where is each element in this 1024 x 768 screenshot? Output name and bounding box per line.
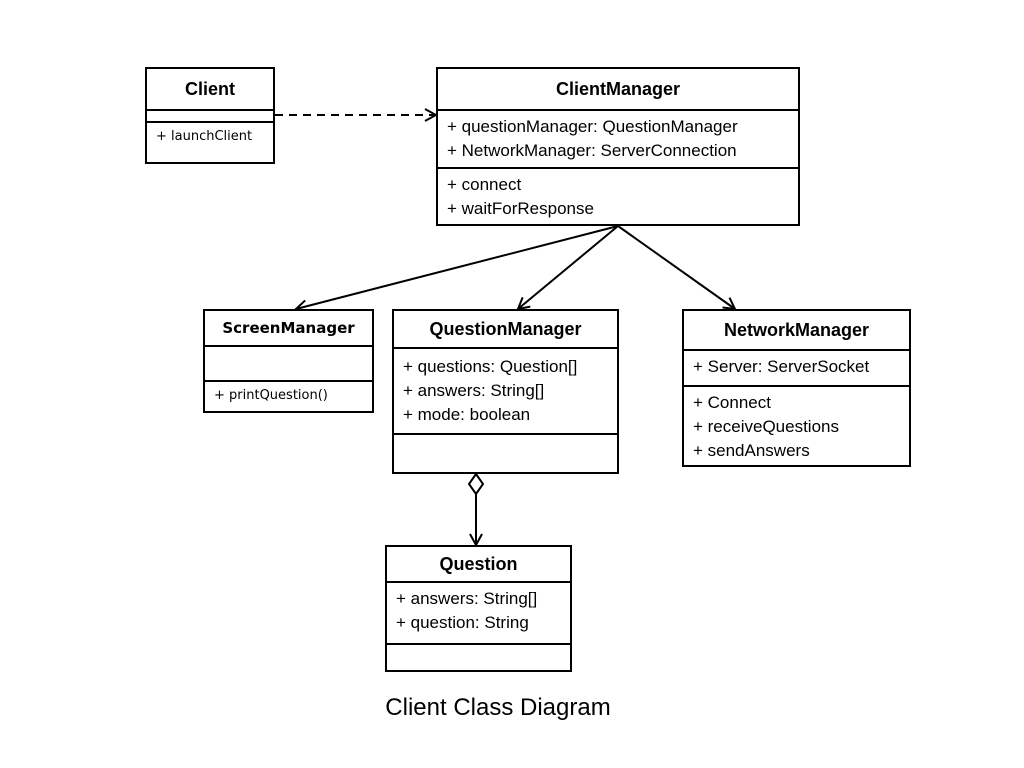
class-screenmanager[interactable]: ScreenManager + printQuestion(): [203, 309, 374, 413]
attribute-line: + mode: boolean: [403, 405, 531, 424]
attribute-line: + questions: Question[]: [403, 357, 578, 376]
class-questionmanager[interactable]: QuestionManager + questions: Question[] …: [392, 309, 619, 474]
attributes-section: + questions: Question[] + answers: Strin…: [394, 349, 617, 435]
attribute-line: + NetworkManager: ServerConnection: [447, 141, 737, 160]
class-name: QuestionManager: [394, 311, 617, 349]
class-networkmanager[interactable]: NetworkManager + Server: ServerSocket + …: [682, 309, 911, 467]
association-arrow-to-networkmanager: [617, 225, 735, 309]
method-line: + printQuestion(): [214, 388, 328, 403]
method-line: + connect: [447, 175, 522, 194]
method-line: + receiveQuestions: [693, 417, 839, 436]
methods-section: + launchClient: [147, 123, 273, 147]
diagram-caption: Client Class Diagram: [385, 694, 611, 721]
attribute-line: + answers: String[]: [396, 589, 538, 608]
association-arrow-to-questionmanager: [518, 225, 619, 309]
association-arrow-to-screenmanager: [296, 225, 619, 309]
methods-section: [387, 645, 570, 649]
class-question[interactable]: Question + answers: String[] + question:…: [385, 545, 572, 672]
class-name: ClientManager: [438, 69, 798, 111]
attributes-section: + answers: String[] + question: String: [387, 583, 570, 645]
attributes-section: [147, 111, 273, 123]
attribute-line: + answers: String[]: [403, 381, 545, 400]
method-line: + launchClient: [156, 129, 253, 144]
method-line: + waitForResponse: [447, 199, 594, 218]
attributes-section: + Server: ServerSocket: [684, 351, 909, 387]
class-clientmanager[interactable]: ClientManager + questionManager: Questio…: [436, 67, 800, 226]
class-name: NetworkManager: [684, 311, 909, 351]
class-name: Client: [147, 69, 273, 111]
methods-section: [394, 435, 617, 439]
attributes-section: [205, 347, 372, 382]
attributes-section: + questionManager: QuestionManager + Net…: [438, 111, 798, 169]
class-client[interactable]: Client + launchClient: [145, 67, 275, 164]
attribute-line: + Server: ServerSocket: [693, 357, 870, 376]
class-name: Question: [387, 547, 570, 583]
method-line: + Connect: [693, 393, 771, 412]
attribute-line: + questionManager: QuestionManager: [447, 117, 738, 136]
aggregation-diamond: [467, 472, 485, 496]
attribute-line: + question: String: [396, 613, 529, 632]
methods-section: + printQuestion(): [205, 382, 372, 406]
methods-section: + Connect + receiveQuestions + sendAnswe…: [684, 387, 909, 463]
class-name: ScreenManager: [205, 311, 372, 347]
methods-section: + connect + waitForResponse: [438, 169, 798, 221]
method-line: + sendAnswers: [693, 441, 810, 460]
